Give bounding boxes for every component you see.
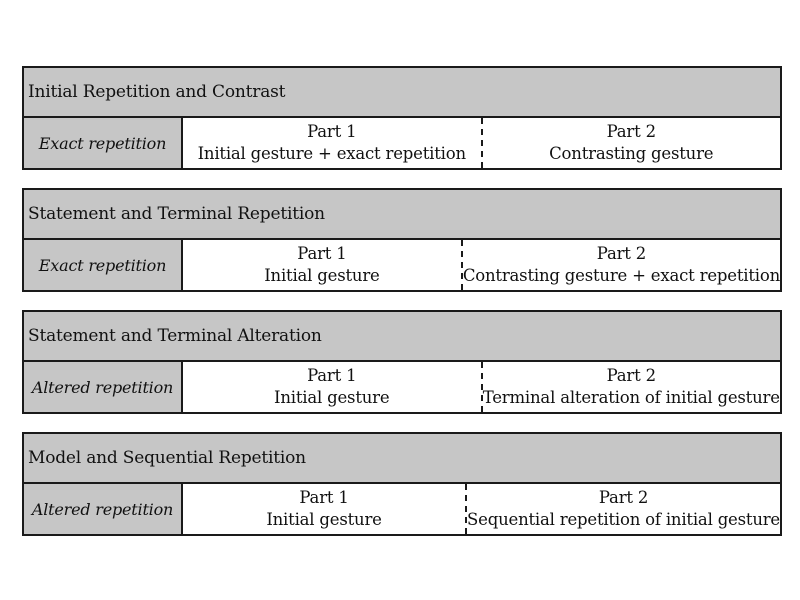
part-1-label: Part 1 (297, 244, 347, 263)
part-1-text: Initial gesture (274, 388, 390, 407)
part-2-label: Part 2 (606, 122, 656, 141)
part-1-label: Part 1 (299, 488, 349, 507)
block-title: Statement and Terminal Alteration (24, 312, 780, 362)
repetition-type: Altered repetition (24, 362, 183, 412)
part-1-text: Initial gesture + exact repetition (197, 144, 466, 163)
part-1-cell: Part 1 Initial gesture (183, 240, 463, 290)
repetition-type: Exact repetition (24, 118, 183, 168)
repetition-type: Exact repetition (24, 240, 183, 290)
part-1-cell: Part 1 Initial gesture (183, 484, 468, 534)
part-2-text: Terminal alteration of initial gesture (482, 388, 780, 407)
part-1-cell: Part 1 Initial gesture (183, 362, 483, 412)
part-2-cell: Part 2 Sequential repetition of initial … (467, 484, 780, 534)
part-2-text: Contrasting gesture (549, 144, 714, 163)
part-2-cell: Part 2 Contrasting gesture (483, 118, 781, 168)
block-title: Model and Sequential Repetition (24, 434, 780, 484)
part-1-label: Part 1 (307, 366, 357, 385)
block-row: Altered repetition Part 1 Initial gestur… (24, 362, 780, 412)
part-2-cell: Part 2 Contrasting gesture + exact repet… (463, 240, 780, 290)
part-2-label: Part 2 (606, 366, 656, 385)
part-2-text: Sequential repetition of initial gesture (467, 510, 780, 529)
part-1-text: Initial gesture (266, 510, 382, 529)
part-2-text: Contrasting gesture + exact repetition (462, 266, 780, 285)
block-statement-terminal-alteration: Statement and Terminal Alteration Altere… (22, 310, 782, 414)
block-initial-repetition-contrast: Initial Repetition and Contrast Exact re… (22, 66, 782, 170)
repetition-type: Altered repetition (24, 484, 183, 534)
block-title: Statement and Terminal Repetition (24, 190, 780, 240)
block-row: Exact repetition Part 1 Initial gesture … (24, 118, 780, 168)
part-2-cell: Part 2 Terminal alteration of initial ge… (483, 362, 781, 412)
part-2-label: Part 2 (596, 244, 647, 263)
block-row: Exact repetition Part 1 Initial gesture … (24, 240, 780, 290)
part-2-label: Part 2 (598, 488, 649, 507)
part-1-text: Initial gesture (264, 266, 380, 285)
block-row: Altered repetition Part 1 Initial gestur… (24, 484, 780, 534)
block-model-sequential-repetition: Model and Sequential Repetition Altered … (22, 432, 782, 536)
block-statement-terminal-repetition: Statement and Terminal Repetition Exact … (22, 188, 782, 292)
part-1-cell: Part 1 Initial gesture + exact repetitio… (183, 118, 483, 168)
block-title: Initial Repetition and Contrast (24, 68, 780, 118)
part-1-label: Part 1 (307, 122, 357, 141)
